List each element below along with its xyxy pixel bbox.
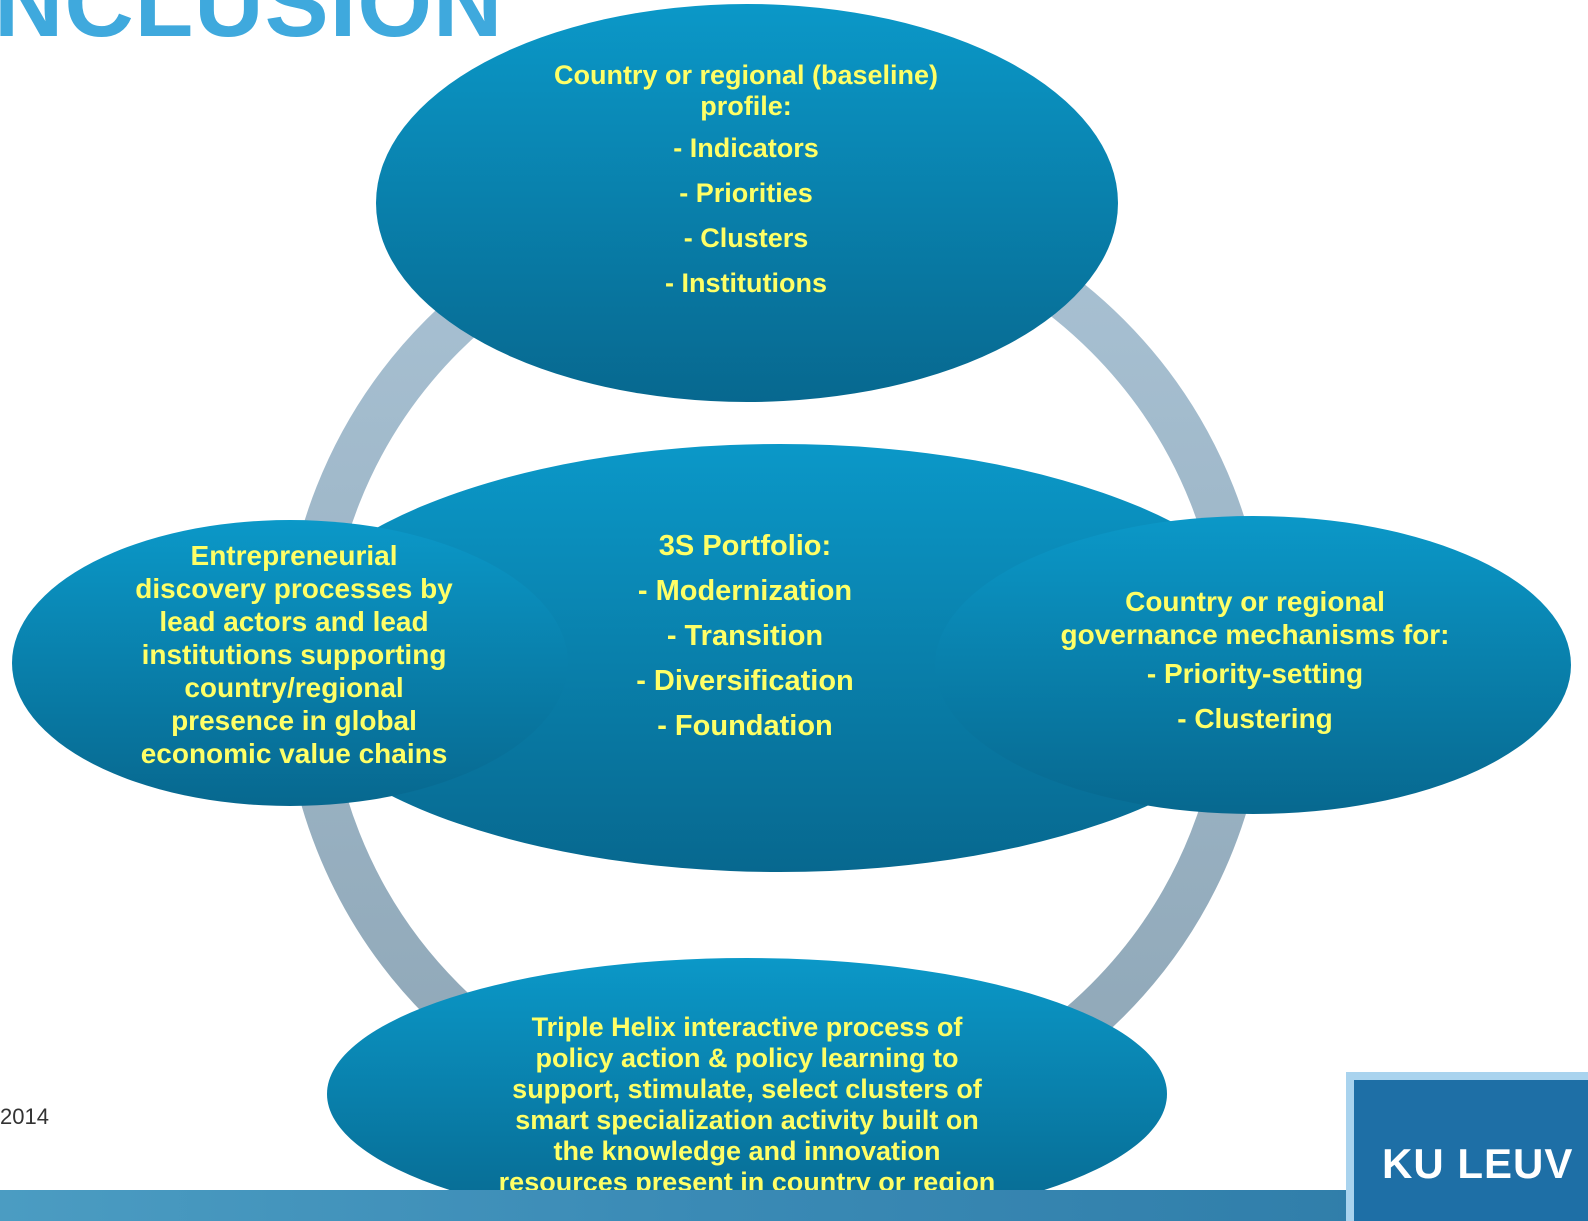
- discovery-line: lead actors and lead: [159, 606, 429, 637]
- portfolio-heading: 3S Portfolio:: [658, 530, 832, 562]
- triple-helix-line: the knowledge and innovation: [553, 1136, 941, 1166]
- ellipse-right: [935, 516, 1571, 814]
- governance-node: Country or regional governance mechanism…: [1010, 585, 1500, 741]
- slide-title: NCLUSION: [0, 0, 504, 57]
- footer-bar: [0, 1190, 1588, 1221]
- baseline-item: - Priorities: [679, 178, 813, 208]
- discovery-line: country/regional: [184, 672, 404, 703]
- triple-helix-line: smart specialization activity built on: [515, 1105, 979, 1135]
- discovery-line: presence in global: [171, 705, 417, 736]
- ellipse-top: [376, 4, 1118, 402]
- baseline-item: - Clusters: [683, 223, 809, 253]
- discovery-line: economic value chains: [140, 738, 448, 769]
- university-logo: KU LEUV: [1346, 1072, 1588, 1221]
- governance-heading-line-1: Country or regional: [1125, 586, 1385, 617]
- triple-helix-node: Triple Helix interactive process of poli…: [444, 1012, 1050, 1198]
- baseline-heading-line-2: profile:: [700, 91, 792, 121]
- discovery-line: Entrepreneurial: [190, 540, 398, 571]
- portfolio-item: - Modernization: [637, 575, 853, 607]
- baseline-profile-node: Country or regional (baseline) profile: …: [500, 60, 992, 306]
- ellipse-left: [12, 520, 568, 806]
- ellipse-bottom: [327, 958, 1167, 1221]
- entrepreneurial-discovery-node: Entrepreneurial discovery processes by l…: [100, 539, 488, 770]
- portfolio-item: - Transition: [666, 620, 824, 652]
- baseline-heading-line-1: Country or regional (baseline): [553, 60, 939, 90]
- baseline-item: - Indicators: [673, 133, 819, 163]
- triple-helix-line: support, stimulate, select clusters of: [512, 1074, 982, 1104]
- triple-helix-line: Triple Helix interactive process of: [531, 1012, 963, 1042]
- discovery-line: discovery processes by: [135, 573, 453, 604]
- logo-text: KU LEUV: [1382, 1140, 1574, 1187]
- governance-heading-line-2: governance mechanisms for:: [1060, 619, 1450, 650]
- portfolio-item: - Foundation: [657, 710, 833, 742]
- portfolio-item: - Diversification: [636, 665, 854, 697]
- baseline-item: - Institutions: [665, 268, 827, 298]
- discovery-line: institutions supporting: [141, 639, 447, 670]
- footer-year: 2014: [0, 1104, 49, 1129]
- triple-helix-line: policy action & policy learning to: [535, 1043, 959, 1073]
- governance-item: - Clustering: [1177, 703, 1333, 734]
- governance-item: - Priority-setting: [1146, 658, 1364, 689]
- portfolio-node: 3S Portfolio: - Modernization - Transiti…: [590, 524, 900, 749]
